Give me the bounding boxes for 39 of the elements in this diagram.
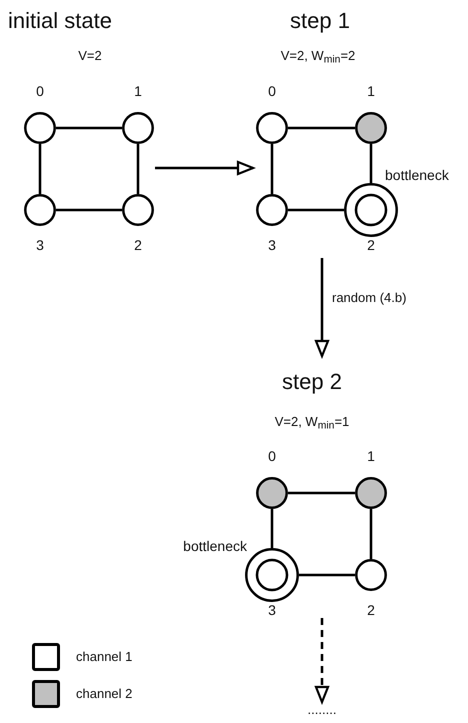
parameter-label: V=2, W$_{min}$=2	[280, 48, 356, 64]
transition-arrow	[314, 618, 330, 704]
vertex-number: 0	[36, 83, 44, 99]
state-title: step 1	[290, 8, 350, 34]
state-title: initial state	[8, 8, 112, 34]
vertex-number: 3	[268, 237, 276, 253]
graph-edge	[56, 208, 122, 212]
graph-edge	[136, 144, 140, 194]
graph-edge	[288, 126, 355, 130]
continuation-dots: ........	[306, 702, 338, 718]
transition-arrow	[314, 258, 330, 358]
vertex-number: 3	[36, 237, 44, 253]
parameter-label: V=2, W$_{min}$=1	[274, 414, 350, 430]
edge-label: random (4.b)	[330, 290, 408, 306]
graph-edge	[56, 126, 122, 130]
bottleneck-label: bottleneck	[183, 538, 247, 554]
graph-edge	[38, 144, 42, 194]
transition-arrow	[155, 160, 254, 176]
vertex-number: 1	[367, 83, 375, 99]
state-title: step 2	[282, 369, 342, 395]
graph-edge	[270, 509, 274, 548]
vertex-number: 1	[134, 83, 142, 99]
vertex-number: 0	[268, 83, 276, 99]
graph-edge	[370, 144, 372, 183]
parameter-label: V=2	[78, 48, 102, 64]
vertex-number: 2	[134, 237, 142, 253]
graph-edge	[299, 574, 355, 576]
vertex-number: 2	[367, 237, 375, 253]
vertex-number: 1	[367, 448, 375, 464]
graph-edge	[288, 492, 355, 494]
legend-label: channel 2	[76, 686, 132, 702]
bottleneck-label: bottleneck	[385, 167, 449, 183]
graph-edge	[288, 208, 344, 212]
vertex-number: 0	[268, 448, 276, 464]
legend-label: channel 1	[76, 649, 132, 665]
vertex-number: 2	[367, 602, 375, 618]
graph-edge	[270, 144, 274, 194]
vertex-number: 3	[268, 602, 276, 618]
graph-edge	[370, 509, 372, 559]
